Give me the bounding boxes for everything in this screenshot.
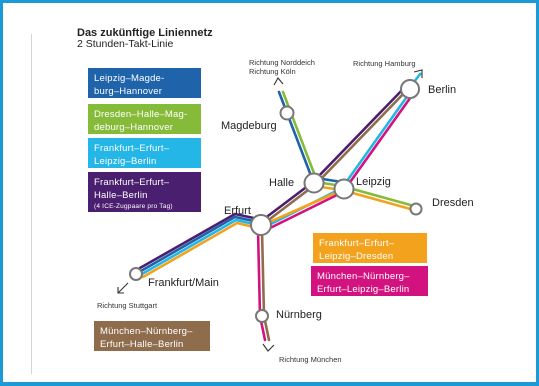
legend-line-2: Leipzig–Berlin bbox=[94, 156, 157, 167]
city-dresden: Dresden bbox=[432, 197, 474, 209]
legend-line-2: Leipzig–Dresden bbox=[319, 251, 394, 262]
direction-norddeich: Richtung Norddeich bbox=[249, 58, 315, 67]
arrow-muenchen-icon bbox=[262, 343, 275, 352]
route-green-segment bbox=[281, 90, 319, 183]
route-purple-frankfurt bbox=[138, 212, 260, 270]
legend-leipzig-magdeburg-hannover: Leipzig–Magde- burg–Hannover bbox=[88, 68, 201, 98]
direction-labels: Richtung Norddeich Richtung Köln Richtun… bbox=[97, 58, 416, 364]
city-leipzig: Leipzig bbox=[356, 176, 391, 188]
route-erfurt-leipzig bbox=[262, 188, 343, 227]
legend-line-2: Halle–Berlin bbox=[94, 190, 148, 201]
city-halle: Halle bbox=[269, 177, 294, 189]
route-erfurt-nuernberg bbox=[256, 228, 271, 342]
legend-line-2: Erfurt–Leipzig–Berlin bbox=[317, 284, 410, 295]
station-halle bbox=[303, 172, 325, 194]
legend-line-1: Dresden–Halle–Mag- bbox=[94, 109, 188, 120]
station-erfurt bbox=[250, 214, 272, 236]
city-frankfurt: Frankfurt/Main bbox=[148, 277, 219, 289]
station-frankfurt bbox=[129, 267, 143, 281]
legend-line-2: deburg–Hannover bbox=[94, 122, 174, 133]
legend-line-1: Frankfurt–Erfurt– bbox=[94, 143, 170, 154]
legend-line-1: München–Nürnberg– bbox=[317, 271, 410, 282]
station-magdeburg bbox=[279, 105, 295, 121]
route-blue-segment bbox=[277, 90, 315, 183]
city-labels: Berlin Magdeburg Halle Leipzig Dresden E… bbox=[148, 84, 474, 321]
arrow-stuttgart-shaft bbox=[117, 282, 129, 294]
station-dresden bbox=[409, 202, 423, 216]
arrow-hamburg-icon bbox=[413, 69, 423, 78]
station-nuernberg bbox=[255, 309, 269, 323]
city-magdeburg: Magdeburg bbox=[221, 120, 277, 132]
divider-line bbox=[31, 34, 32, 374]
legend-muenchen-nuernberg-erfurt-halle-berlin: München–Nürnberg– Erfurt–Halle–Berlin bbox=[94, 321, 210, 351]
route-frankfurt-erfurt bbox=[138, 212, 260, 279]
route-cyan-frankfurt bbox=[140, 218, 260, 276]
legend-line-2: Erfurt–Halle–Berlin bbox=[100, 339, 184, 350]
direction-arrows bbox=[117, 69, 423, 352]
legend-dresden-halle-magdeburg-hannover: Dresden–Halle–Mag- deburg–Hannover bbox=[88, 104, 201, 134]
legend-frankfurt-erfurt-leipzig-dresden: Frankfurt–Erfurt– Leipzig–Dresden bbox=[313, 233, 427, 263]
legend-line-1: München–Nürnberg– bbox=[100, 326, 193, 337]
route-orange-erfurt-leipzig bbox=[262, 188, 343, 227]
city-erfurt: Erfurt bbox=[224, 205, 251, 217]
legend-frankfurt-erfurt-halle-berlin: Frankfurt–Erfurt– Halle–Berlin (4 ICE-Zu… bbox=[88, 172, 201, 212]
direction-stuttgart: Richtung Stuttgart bbox=[97, 301, 158, 310]
legend-frankfurt-erfurt-leipzig-berlin: Frankfurt–Erfurt– Leipzig–Berlin bbox=[88, 138, 201, 168]
legend-muenchen-nuernberg-erfurt-leipzig-berlin: München–Nürnberg– Erfurt–Leipzig–Berlin bbox=[311, 266, 428, 296]
city-nuernberg: Nürnberg bbox=[276, 309, 322, 321]
station-leipzig bbox=[333, 178, 355, 200]
route-blue-frankfurt bbox=[139, 215, 260, 273]
direction-muenchen: Richtung München bbox=[279, 355, 342, 364]
legend-line-1: Leipzig–Magde- bbox=[94, 73, 165, 84]
stations bbox=[129, 79, 423, 323]
legend-line-1: Frankfurt–Erfurt– bbox=[319, 238, 395, 249]
city-berlin: Berlin bbox=[428, 84, 456, 96]
route-norddeich-magdeburg-halle bbox=[277, 90, 319, 183]
station-berlin bbox=[400, 79, 420, 99]
legend-line-2: burg–Hannover bbox=[94, 86, 163, 97]
route-orange-frankfurt bbox=[141, 221, 260, 279]
route-brown-south bbox=[260, 228, 271, 342]
map-title: Das zukünftige Liniennetz bbox=[77, 27, 213, 39]
legend-note: (4 ICE-Zugpaare pro Tag) bbox=[94, 203, 173, 210]
arrow-norddeich-icon bbox=[273, 77, 284, 86]
direction-koeln: Richtung Köln bbox=[249, 67, 296, 76]
legend-line-1: Frankfurt–Erfurt– bbox=[94, 177, 170, 188]
map-subtitle: 2 Stunden-Takt-Linie bbox=[77, 38, 174, 50]
direction-hamburg: Richtung Hamburg bbox=[353, 59, 416, 68]
